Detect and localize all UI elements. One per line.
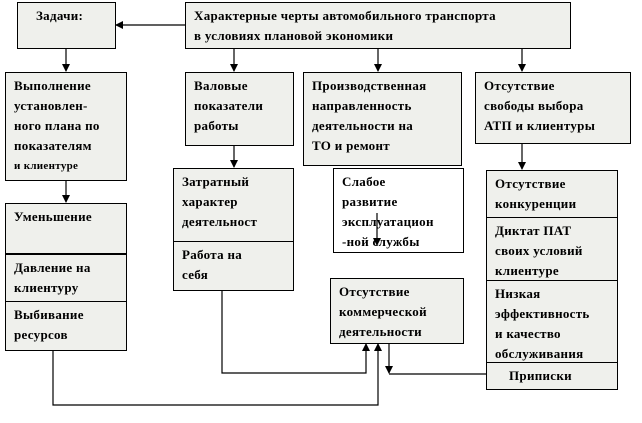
right-stack: Отсутствие конкуренции Диктат ПАТ своих … — [486, 170, 618, 390]
tasks-box: Задачи: — [17, 2, 116, 49]
weak-service-text: Слабое развитие эксплуатацион -ной служб… — [342, 174, 434, 249]
left-stack: Уменьшение Давление на клиентуру Выбиван… — [5, 203, 127, 351]
arrow-middle-to-no-commercial — [221, 290, 370, 374]
weak-service-box: Слабое развитие эксплуатацион -ной служб… — [333, 168, 464, 253]
right-stack-item: Диктат ПАТ своих условий клиентуре — [487, 217, 617, 280]
no-commercial-box: Отсутствие коммерческой деятельности — [330, 278, 464, 344]
left-stack-item: Давление на клиентуру — [6, 254, 126, 301]
plan-text-small: и клиентуре — [14, 160, 79, 172]
left-stack-item: Выбивание ресурсов — [6, 301, 126, 345]
arrow-left-to-no-commercial — [52, 343, 382, 406]
tasks-label: Задачи: — [36, 8, 84, 23]
gross-box: Валовые показатели работы — [185, 72, 294, 146]
plan-box: Выполнение установлен- ного плана по пок… — [5, 72, 127, 181]
production-text: Производственная направленность деятельн… — [312, 78, 427, 153]
right-stack-item: Низкая эффективность и качество обслужив… — [487, 280, 617, 362]
middle-stack-item: Работа на себя — [174, 241, 293, 285]
gross-text: Валовые показатели работы — [194, 78, 264, 133]
right-stack-item: Отсутствие конкуренции — [495, 176, 577, 211]
title-text: Характерные черты автомобильного транспо… — [194, 8, 496, 43]
freedom-text: Отсутствие свободы выбора АТП и клиентур… — [484, 78, 596, 133]
middle-stack-item: Затратный характер деятельност — [182, 174, 258, 229]
title-box: Характерные черты автомобильного транспо… — [185, 2, 571, 49]
left-stack-item: Уменьшение — [6, 204, 126, 254]
production-box: Производственная направленность деятельн… — [303, 72, 462, 166]
right-stack-item: Приписки — [487, 362, 617, 386]
no-commercial-text: Отсутствие коммерческой деятельности — [339, 284, 427, 339]
middle-stack: Затратный характер деятельност Работа на… — [173, 168, 294, 291]
freedom-box: Отсутствие свободы выбора АТП и клиентур… — [475, 72, 631, 144]
plan-text: Выполнение установлен- ного плана по пок… — [14, 78, 100, 153]
